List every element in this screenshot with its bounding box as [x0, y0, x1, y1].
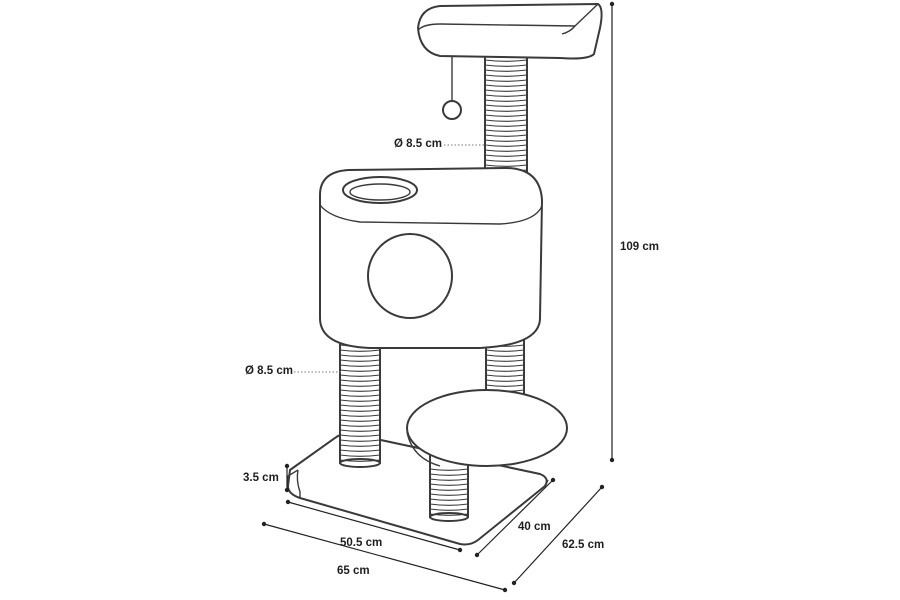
sisal-wrap-line: [339, 409, 381, 412]
sisal-wrap-line: [339, 359, 381, 362]
sisal-wrap-line: [339, 384, 381, 387]
lower-diameter-label: Ø 8.5 cm: [245, 365, 293, 377]
sisal-wrap-line: [339, 429, 381, 432]
height-dimension: [609, 1, 615, 463]
base-width-dimension: [285, 499, 463, 553]
sisal-wrap-line: [429, 513, 469, 516]
sisal-wrap-line: [485, 359, 525, 362]
thickness-label: 3.5 cm: [243, 472, 279, 484]
sisal-wrap-line: [339, 369, 381, 372]
sisal-wrap-line: [484, 74, 528, 77]
sisal-wrap-line: [484, 159, 528, 162]
sisal-wrap-line: [429, 478, 469, 481]
sisal-wrap-line: [484, 94, 528, 97]
sisal-wrap-line: [484, 79, 528, 82]
sisal-wrap-line: [339, 449, 381, 452]
sisal-wrap-line: [484, 69, 528, 72]
sisal-wrap-line: [485, 374, 525, 377]
sisal-wrap-line: [484, 139, 528, 142]
sisal-wrap-line: [339, 454, 381, 457]
sisal-wrap-line: [429, 473, 469, 476]
round-platform: [406, 389, 568, 467]
height-label: 109 cm: [620, 241, 659, 253]
sisal-wrap-line: [429, 468, 469, 471]
sisal-wrap-line: [484, 164, 528, 167]
sisal-wrap-line: [485, 369, 525, 372]
sisal-wrap-line: [484, 119, 528, 122]
sisal-wrap-line: [484, 89, 528, 92]
lower-front-post: [339, 329, 381, 468]
sisal-wrap-line: [429, 503, 469, 506]
sisal-wrap-line: [339, 349, 381, 352]
base-width-label: 50.5 cm: [340, 537, 382, 549]
sisal-wrap-line: [484, 129, 528, 132]
sisal-wrap-line: [485, 384, 525, 387]
sisal-wrap-line: [429, 483, 469, 486]
upper-diameter-label: Ø 8.5 cm: [394, 138, 442, 150]
sisal-wrap-line: [485, 354, 525, 357]
sisal-wrap-line: [339, 404, 381, 407]
sisal-wrap-line: [484, 144, 528, 147]
sisal-wrap-line: [339, 379, 381, 382]
sisal-wrap-line: [484, 59, 528, 62]
sisal-wrap-line: [339, 439, 381, 442]
sisal-wrap-line: [485, 364, 525, 367]
sisal-wrap-line: [339, 459, 381, 462]
sisal-wrap-line: [484, 154, 528, 157]
overall-depth-label: 62.5 cm: [562, 539, 604, 551]
sisal-wrap-line: [339, 414, 381, 417]
sisal-wrap-line: [485, 379, 525, 382]
sisal-wrap-line: [339, 434, 381, 437]
sisal-wrap-line: [339, 354, 381, 357]
sisal-wrap-line: [484, 149, 528, 152]
sisal-wrap-line: [339, 394, 381, 397]
base-depth-label: 40 cm: [518, 521, 551, 533]
sisal-wrap-line: [484, 84, 528, 87]
overall-width-label: 65 cm: [337, 565, 370, 577]
sisal-wrap-line: [429, 488, 469, 491]
platform-post: [429, 454, 469, 522]
platform-post-sisal: [429, 468, 469, 516]
sisal-wrap-line: [484, 134, 528, 137]
condo-house: [319, 166, 544, 349]
sisal-wrap-line: [429, 498, 469, 501]
sisal-wrap-line: [429, 493, 469, 496]
top-bed: [416, 2, 603, 60]
sisal-wrap-line: [339, 424, 381, 427]
sisal-wrap-line: [484, 99, 528, 102]
sisal-wrap-line: [339, 374, 381, 377]
sisal-wrap-line: [484, 109, 528, 112]
thickness-dimension: [284, 463, 290, 493]
overall-depth-dimension: [511, 484, 605, 586]
sisal-wrap-line: [339, 364, 381, 367]
sisal-wrap-line: [485, 349, 525, 352]
sisal-wrap-line: [484, 114, 528, 117]
sisal-wrap-line: [484, 64, 528, 67]
sisal-wrap-line: [339, 389, 381, 392]
base-depth-dimension: [474, 477, 556, 558]
hanging-toy: [442, 56, 462, 120]
sisal-wrap-line: [484, 104, 528, 107]
sisal-wrap-line: [339, 444, 381, 447]
overall-width-dimension: [261, 521, 508, 593]
sisal-wrap-line: [339, 399, 381, 402]
sisal-wrap-line: [484, 124, 528, 127]
sisal-wrap-line: [429, 508, 469, 511]
sisal-wrap-line: [339, 419, 381, 422]
